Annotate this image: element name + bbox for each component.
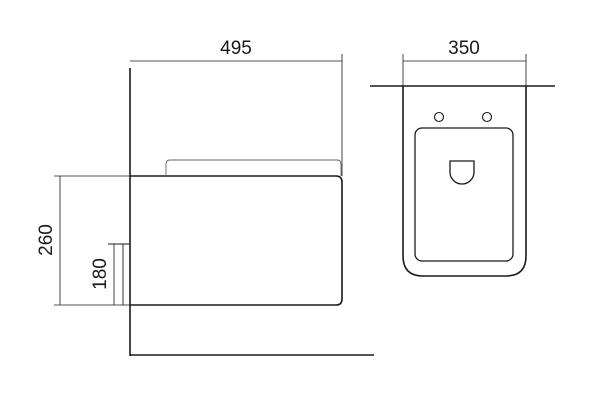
top-view xyxy=(370,54,555,277)
seat-lid-side xyxy=(165,159,342,176)
toilet-body-top xyxy=(402,86,527,277)
fixing-hole-left xyxy=(433,111,445,123)
side-view xyxy=(54,54,374,356)
dim-label-side-width: 495 xyxy=(220,38,252,59)
toilet-body-side xyxy=(130,175,343,306)
dim-label-top-width: 350 xyxy=(448,38,480,59)
drain-outlet xyxy=(449,160,475,185)
mount-pipe xyxy=(108,243,130,305)
dim-label-mount-height: 180 xyxy=(90,258,111,290)
bowl-rim-top xyxy=(414,127,514,262)
dim-label-total-height: 260 xyxy=(36,224,57,256)
fixing-hole-right xyxy=(481,111,493,123)
